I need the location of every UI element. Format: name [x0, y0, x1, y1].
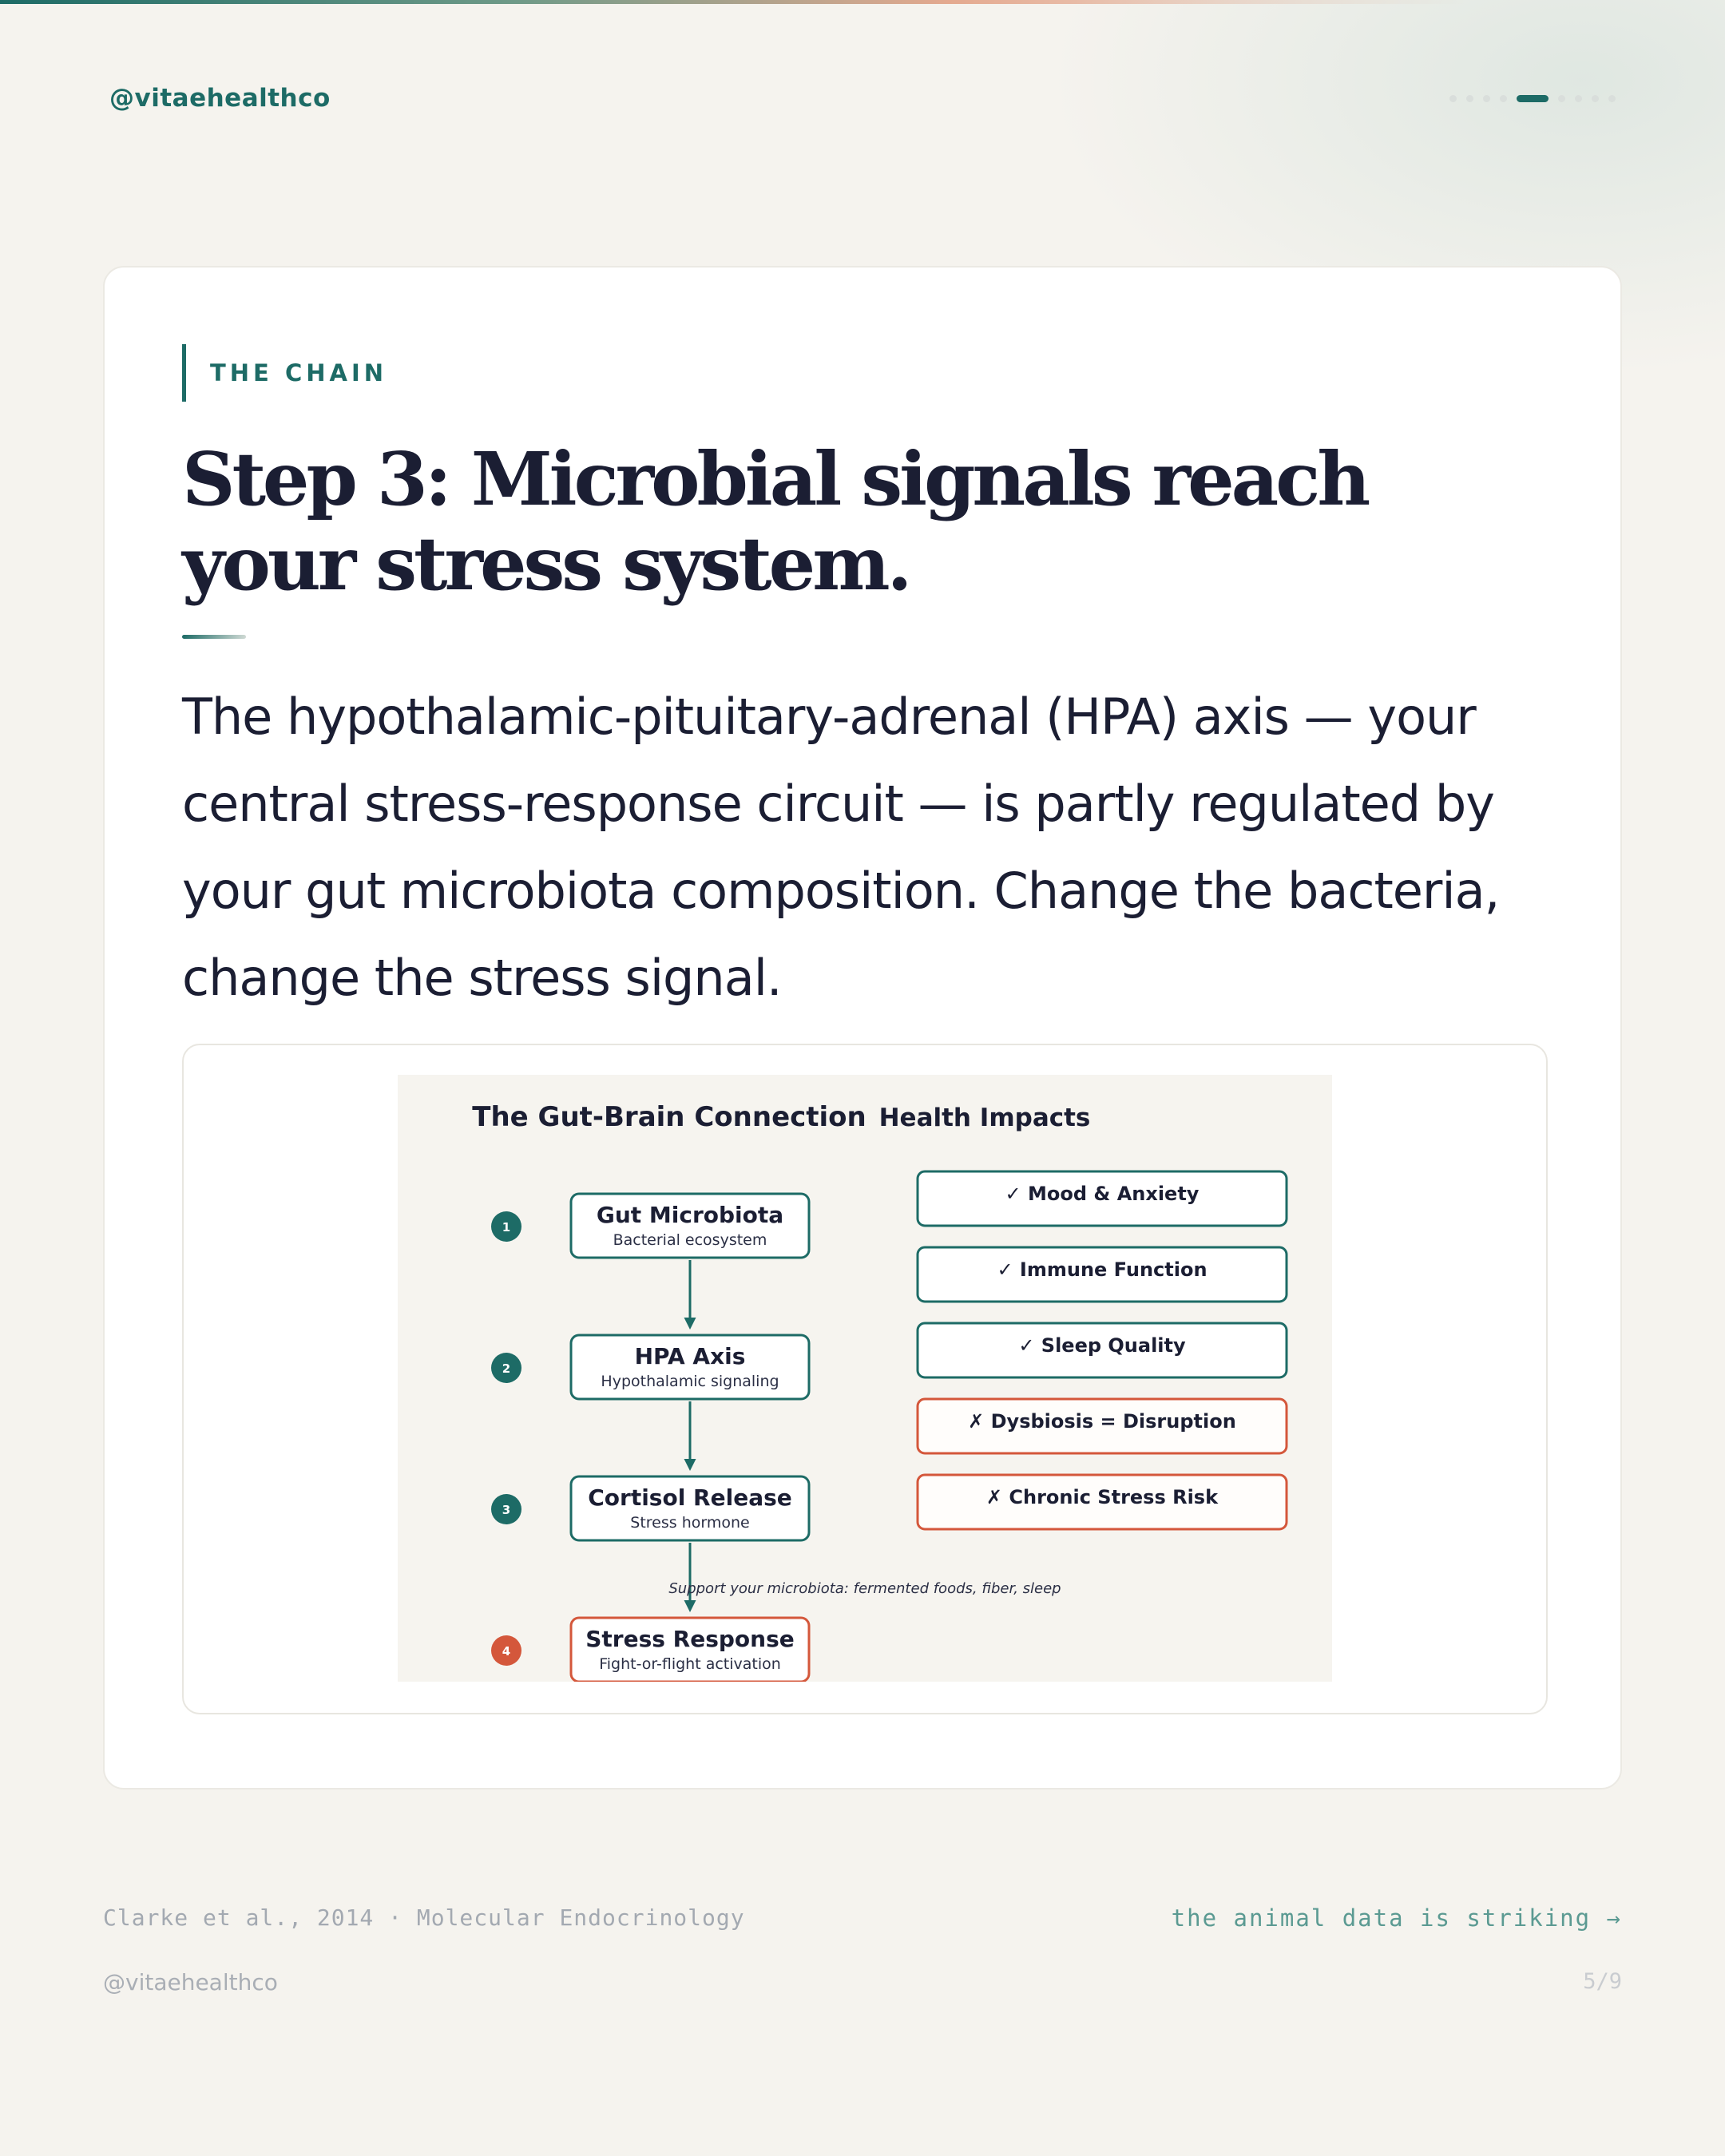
pager-dot[interactable] [1558, 95, 1565, 102]
step-subtitle: Bacterial ecosystem [613, 1231, 767, 1249]
body-paragraph: The hypothalamic-pituitary-adrenal (HPA)… [182, 688, 1500, 1007]
step-subtitle: Fight-or-flight activation [599, 1655, 781, 1673]
slide-title: Step 3: Microbial signals reach your str… [182, 436, 1370, 607]
pager-dot-active[interactable] [1517, 95, 1549, 102]
step-number-badge [491, 1494, 521, 1524]
footer-handle[interactable]: @vitaehealthco [103, 1969, 278, 1995]
impact-label: ✓ Immune Function [997, 1258, 1207, 1281]
pager-dot[interactable] [1575, 95, 1582, 102]
impact-label: ✓ Sleep Quality [1018, 1334, 1186, 1357]
diagram-title: The Gut-Brain Connection [472, 1101, 866, 1133]
impact-negative-box [916, 1473, 1288, 1531]
top-accent-bar [0, 0, 1725, 4]
impact-positive-box [916, 1322, 1288, 1379]
impact-label: ✗ Chronic Stress Risk [986, 1486, 1219, 1508]
step-box [569, 1192, 811, 1259]
pager-dot[interactable] [1608, 95, 1616, 102]
gut-brain-diagram: The Gut-Brain Connection Health Impacts 1 G… [398, 1075, 1332, 1682]
diagram-canvas: The Gut-Brain Connection Health Impacts 1 G… [472, 1101, 1288, 1682]
title-rule [182, 635, 246, 639]
diagram-footnote: Support your microbiota: fermented foods… [668, 1580, 1061, 1597]
step-box [569, 1475, 811, 1542]
step-title: HPA Axis [635, 1343, 746, 1369]
pager-dot[interactable] [1592, 95, 1599, 102]
figure-frame: The Gut-Brain Connection Health Impacts 1 G… [182, 1044, 1548, 1714]
step-subtitle: Stress hormone [630, 1514, 749, 1532]
step-number-badge [491, 1353, 521, 1383]
impact-positive-box [916, 1170, 1288, 1227]
citation: Clarke et al., 2014 · Molecular Endocrin… [103, 1904, 745, 1931]
step-title: Gut Microbiota [597, 1202, 783, 1228]
step-number: 1 [502, 1220, 510, 1235]
step-box [569, 1334, 811, 1401]
impacts-title: Health Impacts [879, 1104, 1091, 1132]
pager-dot[interactable] [1466, 95, 1473, 102]
step-number-badge [491, 1635, 521, 1666]
slide-pager[interactable] [1449, 95, 1616, 102]
impact-label: ✓ Mood & Anxiety [1005, 1183, 1200, 1205]
step-number-badge [491, 1211, 521, 1242]
step-box [569, 1616, 811, 1682]
step-subtitle: Hypothalamic signaling [601, 1373, 779, 1390]
step-title: Cortisol Release [588, 1484, 792, 1511]
page-number: 5/9 [1583, 1969, 1622, 1994]
step-number: 3 [502, 1503, 510, 1517]
step-number: 4 [502, 1644, 510, 1659]
impact-negative-box [916, 1397, 1288, 1455]
impact-label: ✗ Dysbiosis = Disruption [968, 1410, 1236, 1433]
next-slide-link[interactable]: the animal data is striking → [1171, 1904, 1622, 1932]
step-title: Stress Response [585, 1626, 795, 1652]
step-number: 2 [502, 1361, 510, 1376]
content-card: THE CHAIN Step 3: Microbial signals reac… [103, 266, 1622, 1789]
pager-dot[interactable] [1483, 95, 1490, 102]
pager-dot[interactable] [1449, 95, 1457, 102]
impact-positive-box [916, 1246, 1288, 1303]
section-eyebrow: THE CHAIN [182, 344, 387, 402]
pager-dot[interactable] [1500, 95, 1507, 102]
brand-handle[interactable]: @vitaehealthco [109, 84, 331, 113]
